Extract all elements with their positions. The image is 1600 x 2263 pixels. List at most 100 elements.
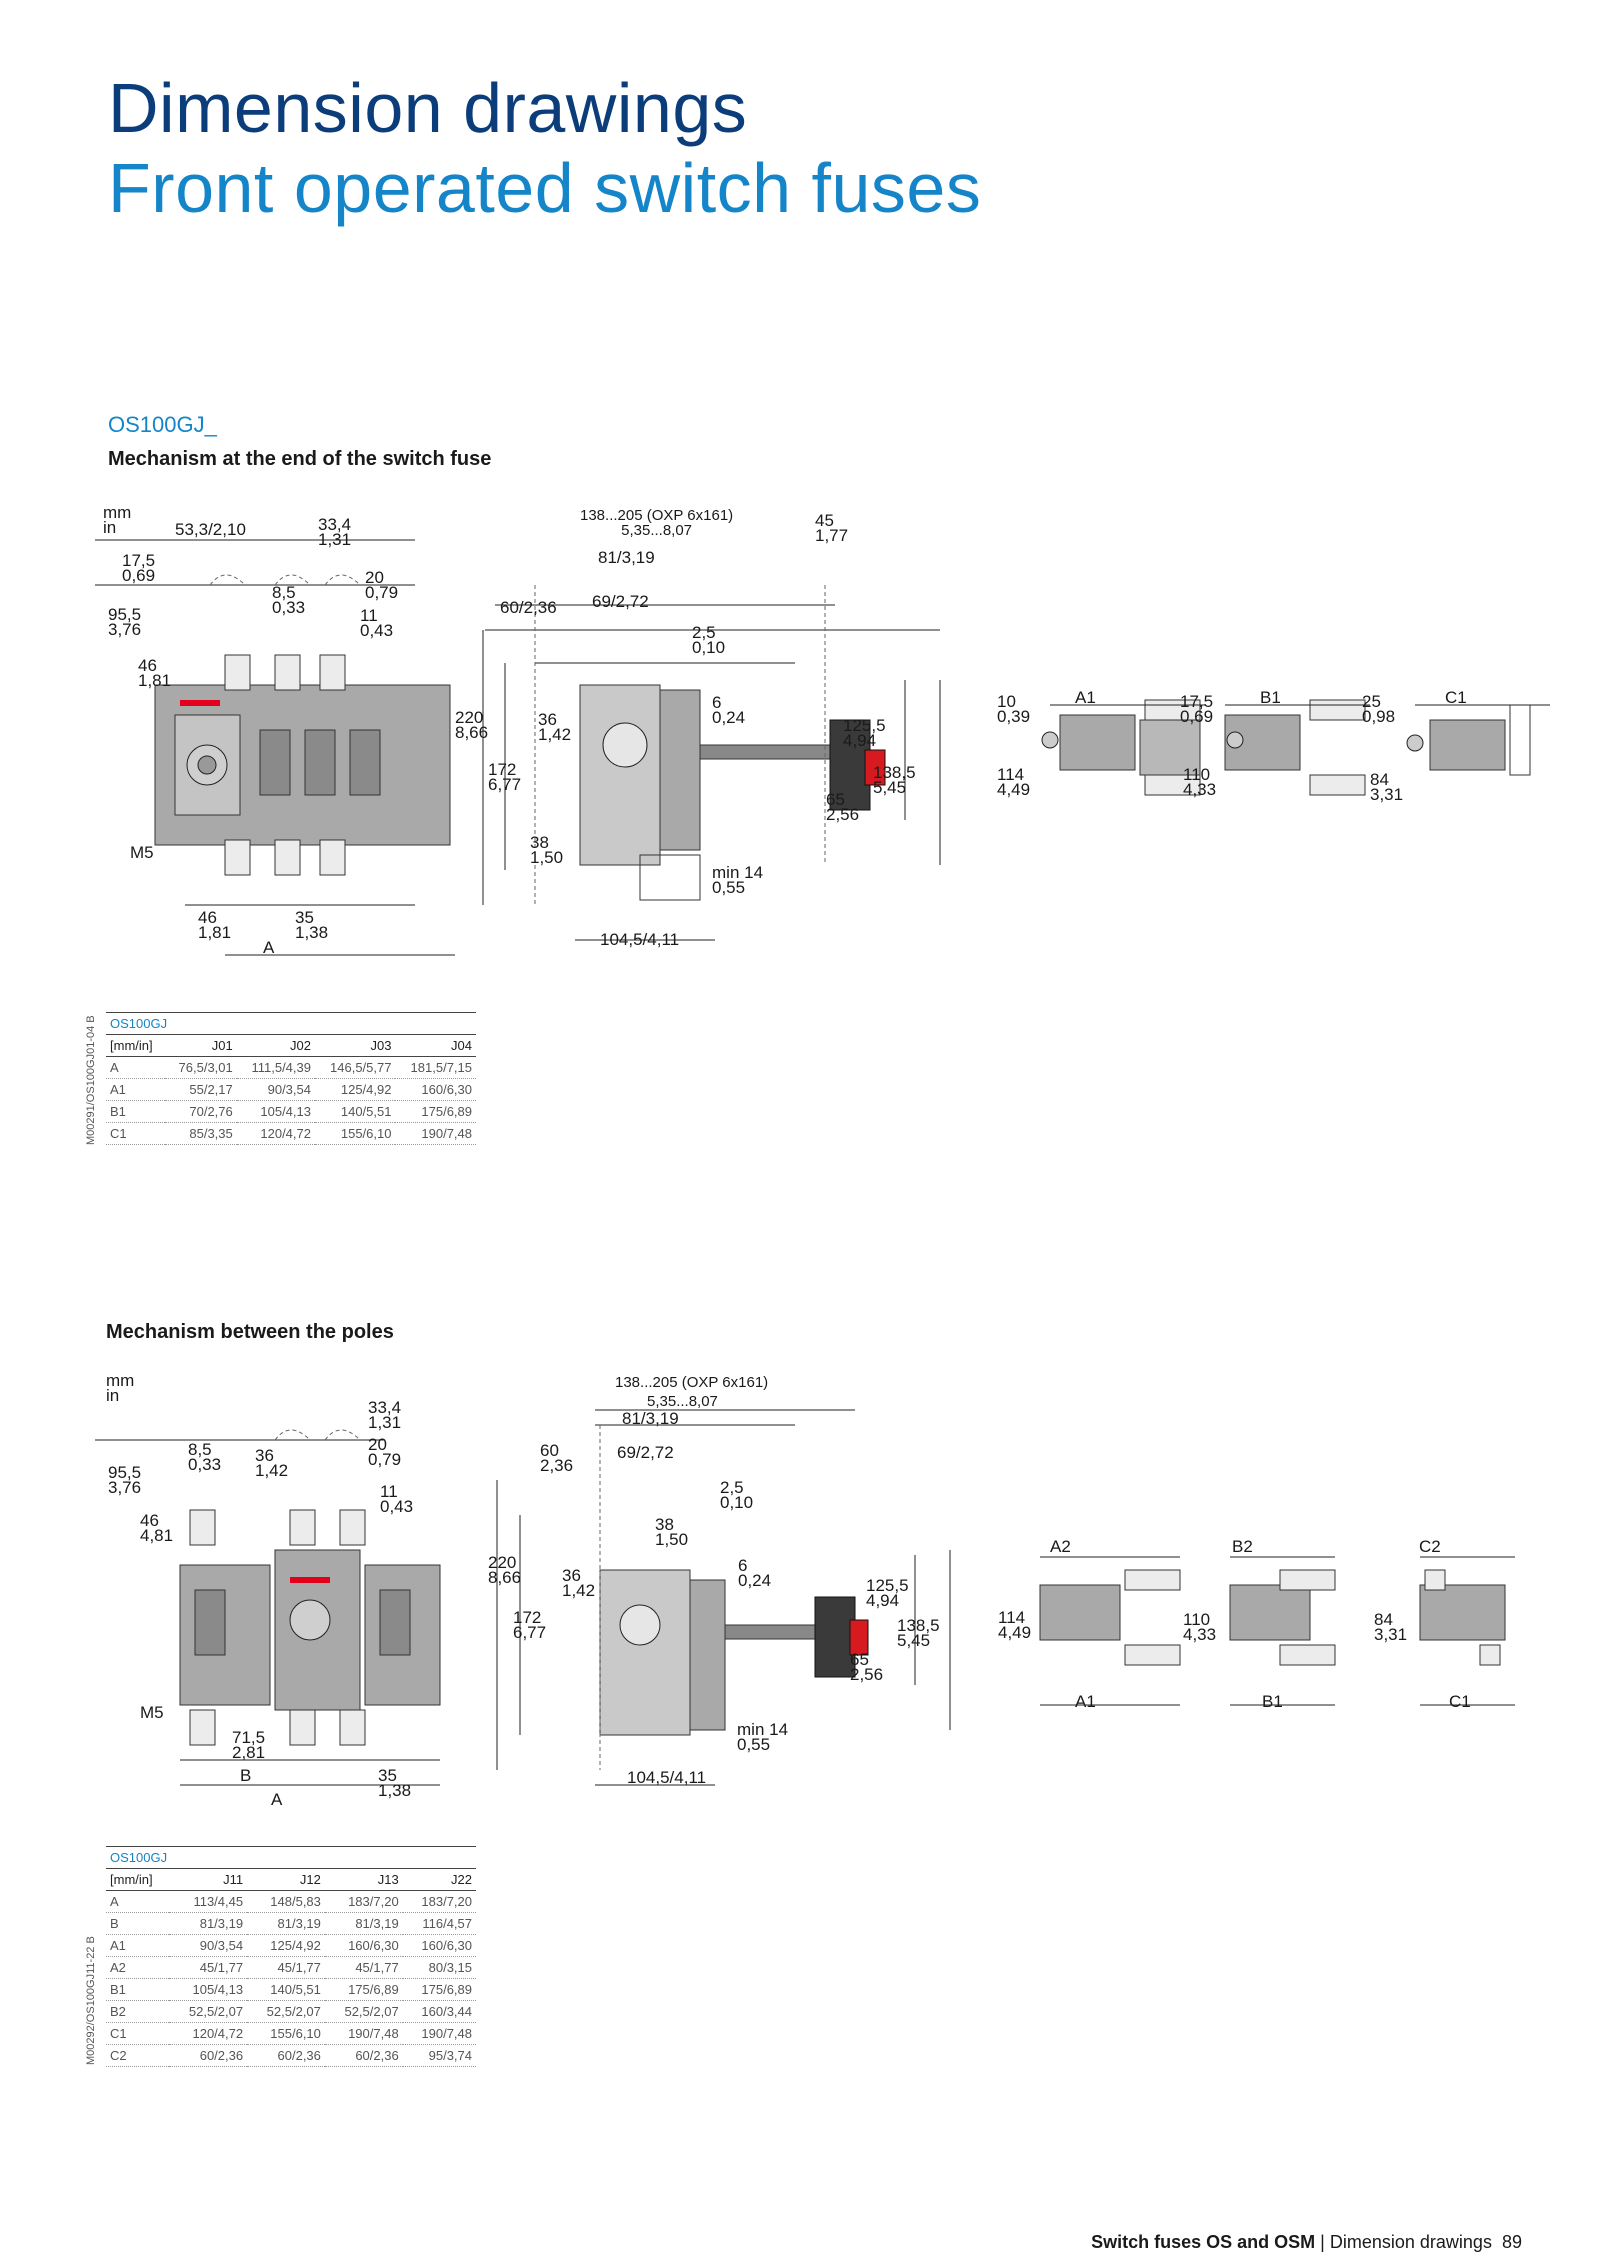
col-header: J12 (247, 1868, 325, 1891)
cell: C2 (106, 2044, 170, 2067)
cell: 148/5,83 (247, 1890, 325, 1913)
cell: 155/6,10 (314, 1122, 396, 1145)
table-caption: OS100GJ (106, 1012, 476, 1035)
cell: 175/6,89 (395, 1100, 476, 1123)
cell: 146,5/5,77 (314, 1056, 396, 1079)
cell: 160/6,30 (395, 1078, 476, 1101)
col-header: J01 (164, 1034, 237, 1057)
cell: B2 (106, 2000, 170, 2023)
cell: B (106, 1912, 170, 1935)
cell: 105/4,13 (169, 1978, 248, 2001)
dim-35: 35 1,38 (295, 908, 329, 942)
section2-subtitle: Mechanism between the poles (106, 1321, 394, 1343)
cell: C1 (106, 1122, 165, 1145)
dim-36: 36 1,42 (538, 710, 572, 744)
cell: 90/3,54 (169, 1934, 248, 1957)
s1-front-view (95, 539, 455, 956)
col-header: J22 (402, 1868, 476, 1891)
cell: 190/7,48 (402, 2022, 476, 2045)
cell: 175/6,89 (324, 1978, 403, 2001)
cell: 60/2,36 (324, 2044, 403, 2067)
cell: 190/7,48 (395, 1122, 476, 1145)
cell: 76,5/3,01 (164, 1056, 237, 1079)
cell: 120/4,72 (169, 2022, 248, 2045)
cell: 160/6,30 (324, 1934, 403, 1957)
dim-95: 95,5 3,76 (108, 605, 142, 639)
cell: 140/5,51 (247, 1978, 325, 2001)
cell: 81/3,19 (247, 1912, 325, 1935)
mini-dim-a1: A1 (1075, 688, 1096, 707)
page-number: 89 (1501, 2232, 1522, 2252)
dim-53: 53,3/2,10 (175, 520, 246, 539)
model-name: OS100GJ_ (108, 412, 217, 437)
cell: A2 (106, 1956, 170, 1979)
dim-60: 60/2,36 (500, 598, 557, 617)
cell: 160/6,30 (402, 1934, 476, 1957)
col-header: J11 (169, 1868, 248, 1891)
cell: 45/1,77 (169, 1956, 248, 1979)
cell: 45/1,77 (247, 1956, 325, 1979)
section2-drawings (95, 1409, 1515, 1786)
cell: 190/7,48 (324, 2022, 403, 2045)
col-header: [mm/in] (106, 1034, 165, 1057)
unit-label: mm in (103, 503, 132, 537)
cell: 52,5/2,07 (247, 2000, 325, 2023)
cell: 81/3,19 (324, 1912, 403, 1935)
cell: 155/6,10 (247, 2022, 325, 2045)
cell: 70/2,76 (164, 1100, 237, 1123)
cell: 181,5/7,15 (395, 1056, 476, 1079)
dim-104: 104,5/4,11 (600, 930, 680, 949)
cell: A1 (106, 1078, 165, 1101)
cell: 95/3,74 (402, 2044, 476, 2067)
dim-220: 220 8,66 (455, 708, 489, 742)
cell: 125/4,92 (247, 1934, 325, 1957)
mini-dim-17-5: 17,5 0,69 (1180, 692, 1214, 726)
table-caption: OS100GJ (106, 1846, 476, 1869)
cell: C1 (106, 2022, 170, 2045)
page-subtitle: Front operated switch fuses (108, 149, 982, 227)
col-header: J13 (324, 1868, 403, 1891)
mini-dim-c1: C1 (1445, 688, 1467, 707)
cell: 105/4,13 (236, 1100, 315, 1123)
cell: A (106, 1890, 170, 1913)
dim-20: 20 0,79 (365, 568, 399, 602)
cell: 183/7,20 (402, 1890, 476, 1913)
cell: 45/1,77 (324, 1956, 403, 1979)
cell: 111,5/4,39 (236, 1056, 315, 1079)
dim-11: 11 0,43 (360, 606, 394, 640)
s1-dimension-labels: mm in 53,3/2,10 33,4 1,31 17,5 0,69 20 0… (0, 0, 1600, 1000)
drawing-code-1: M00291/OS100GJ01-04 B (85, 1015, 97, 1145)
col-header: [mm/in] (106, 1868, 170, 1891)
dim-8: 8,5 0,33 (272, 583, 306, 617)
mini-dim-10: 10 0,39 (997, 692, 1031, 726)
s2-mini-views (1039, 1556, 1515, 1706)
mini-dim-110: 110 4,33 (1183, 765, 1217, 799)
dim-17: 17,5 0,69 (122, 551, 156, 585)
page-title: Dimension drawings (108, 69, 748, 147)
dim-6: 6 0,24 (712, 693, 746, 727)
s1-mini-views (1041, 699, 1550, 796)
cell: 113/4,45 (169, 1890, 248, 1913)
cell: 80/3,15 (402, 1956, 476, 1979)
section1-drawings (95, 539, 1550, 956)
cell: B1 (106, 1100, 165, 1123)
dim-46b: 46 1,81 (198, 908, 232, 942)
footer-section: Dimension drawings (1329, 2232, 1492, 2252)
m5-label: M5 (130, 843, 154, 862)
dim-125: 125,5 4,94 (843, 716, 886, 750)
cell: 60/2,36 (169, 2044, 248, 2067)
dim-138: 138...205 (OXP 6x161) 5,35...8,07 (580, 507, 734, 539)
dim-172: 172 6,77 (488, 760, 522, 794)
cell: 55/2,17 (164, 1078, 237, 1101)
dim-33: 33,4 1,31 (318, 515, 352, 549)
cell: 140/5,51 (314, 1100, 396, 1123)
cell: B1 (106, 1978, 170, 2001)
